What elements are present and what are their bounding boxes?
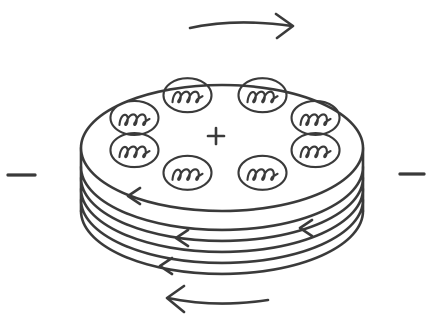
bottom-rotation-arrow xyxy=(167,286,268,312)
top-rotation-arrow xyxy=(190,14,293,38)
dna-wrap-stack xyxy=(81,85,363,274)
